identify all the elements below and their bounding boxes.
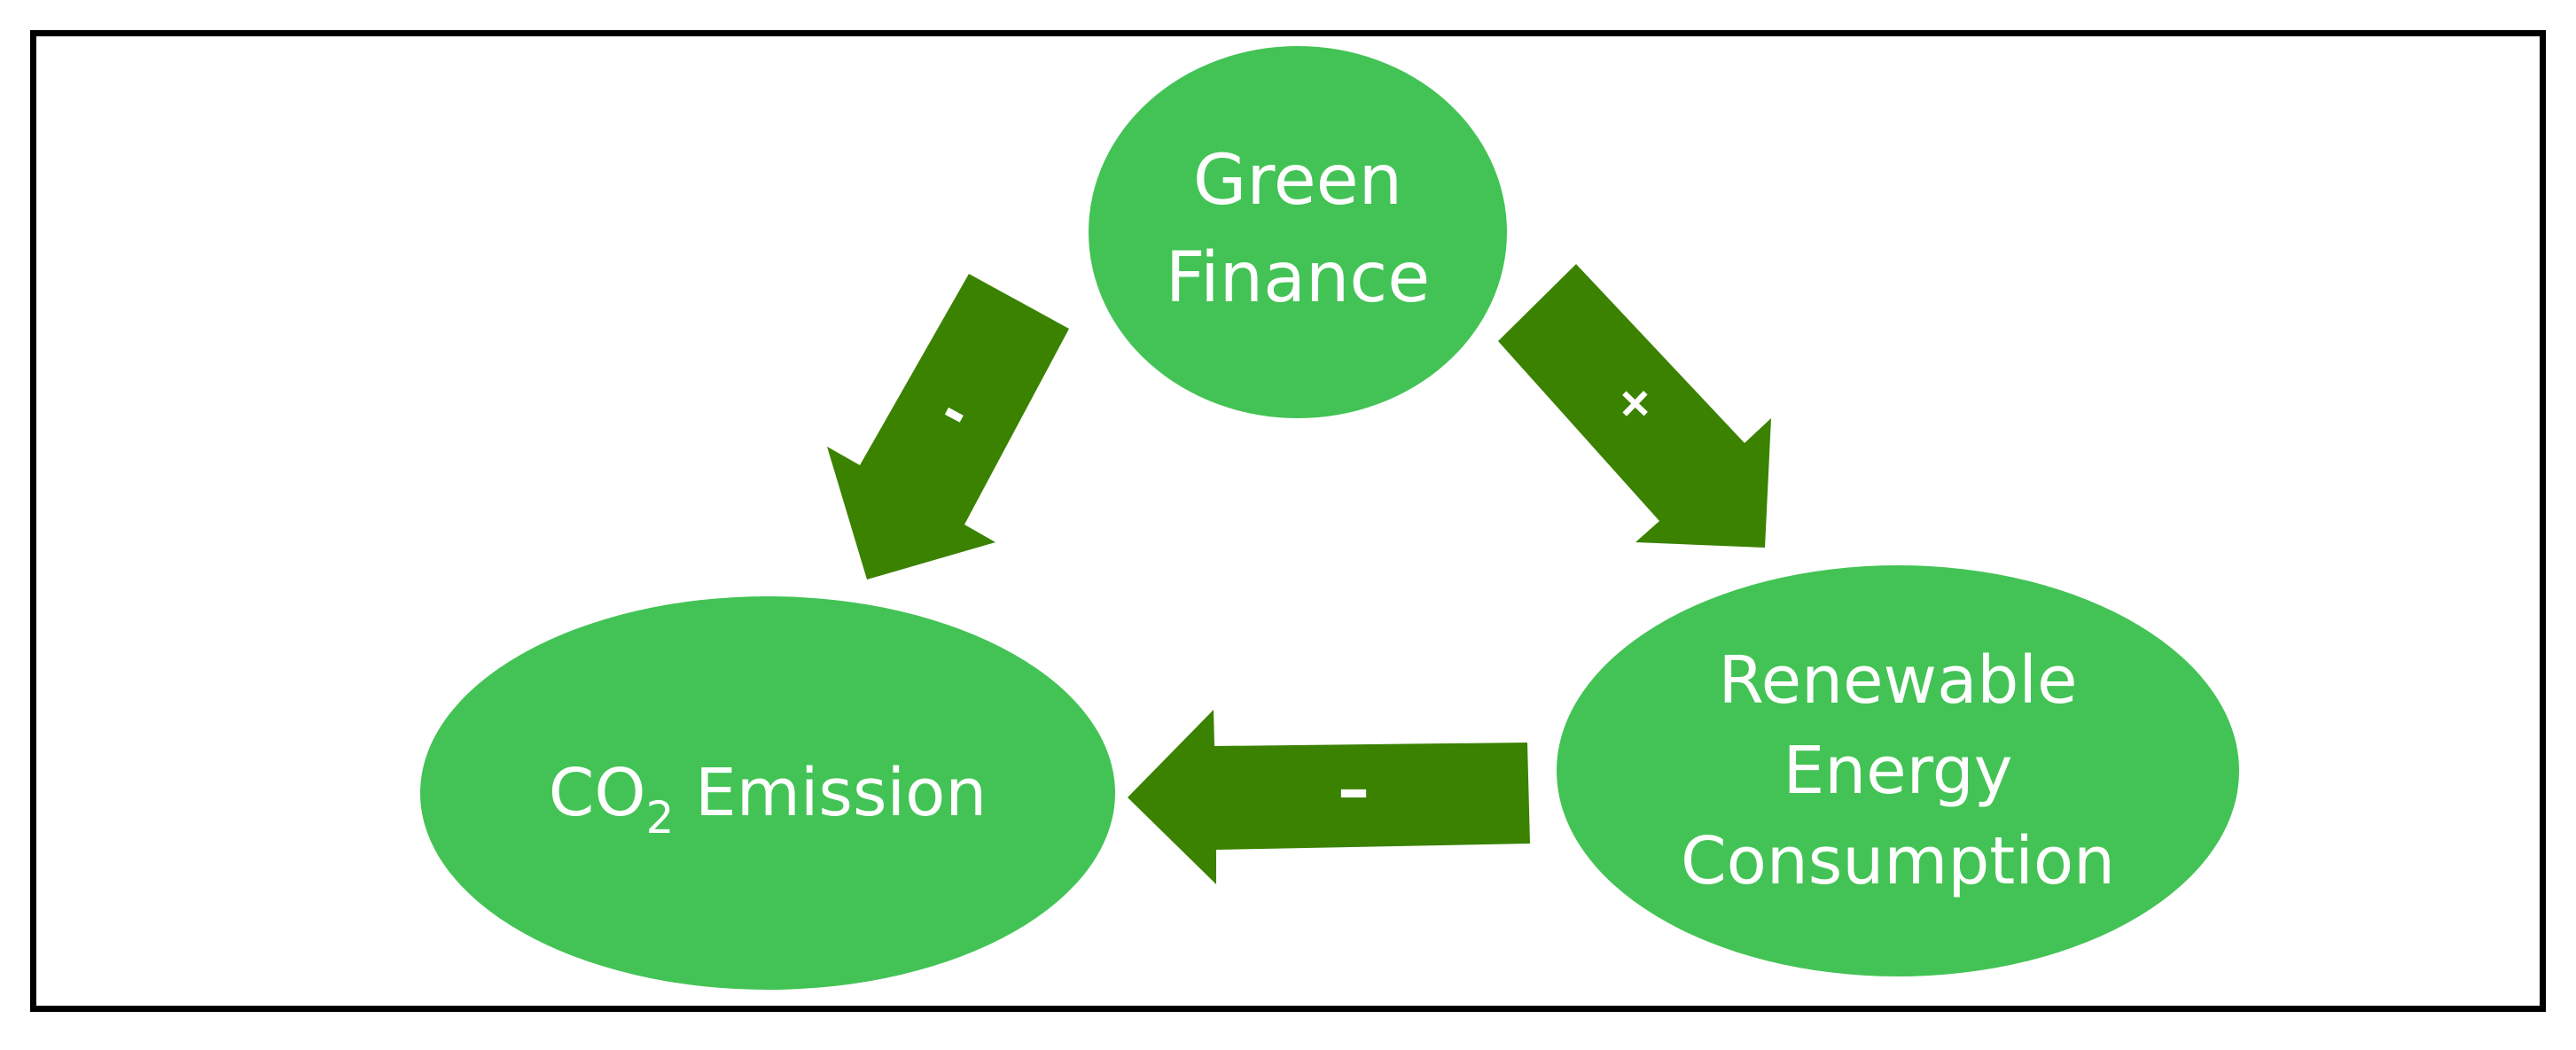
node-label-line: Finance xyxy=(1166,238,1430,318)
node-label-line: Renewable xyxy=(1719,642,2078,719)
co2-suffix: Emission xyxy=(674,755,987,831)
arrow-shape xyxy=(827,274,1069,579)
node-label-line: Energy xyxy=(1783,733,2012,809)
arrow-shape xyxy=(1128,710,1530,884)
node-co2-emission: CO2 Emission xyxy=(420,596,1115,990)
arrow-renewable-to-co2: – xyxy=(1128,710,1530,884)
node-label-line: Green xyxy=(1193,141,1402,221)
node-renewable-energy: Renewable Energy Consumption xyxy=(1557,565,2239,976)
edge-sign-minus: – xyxy=(1338,752,1370,827)
node-label-line: Consumption xyxy=(1681,823,2115,899)
node-ellipse xyxy=(1089,46,1507,418)
node-ellipse xyxy=(420,596,1115,990)
co2-prefix: CO xyxy=(549,755,646,831)
node-ellipse xyxy=(1557,565,2239,976)
arrow-shape xyxy=(1498,264,1771,548)
node-green-finance: Green Finance xyxy=(1089,46,1507,418)
co2-subscript: 2 xyxy=(646,792,675,844)
node-label: CO2 Emission xyxy=(549,755,987,844)
arrow-green-finance-to-co2: - xyxy=(827,274,1069,579)
arrow-green-finance-to-renewable: + xyxy=(1498,264,1771,548)
